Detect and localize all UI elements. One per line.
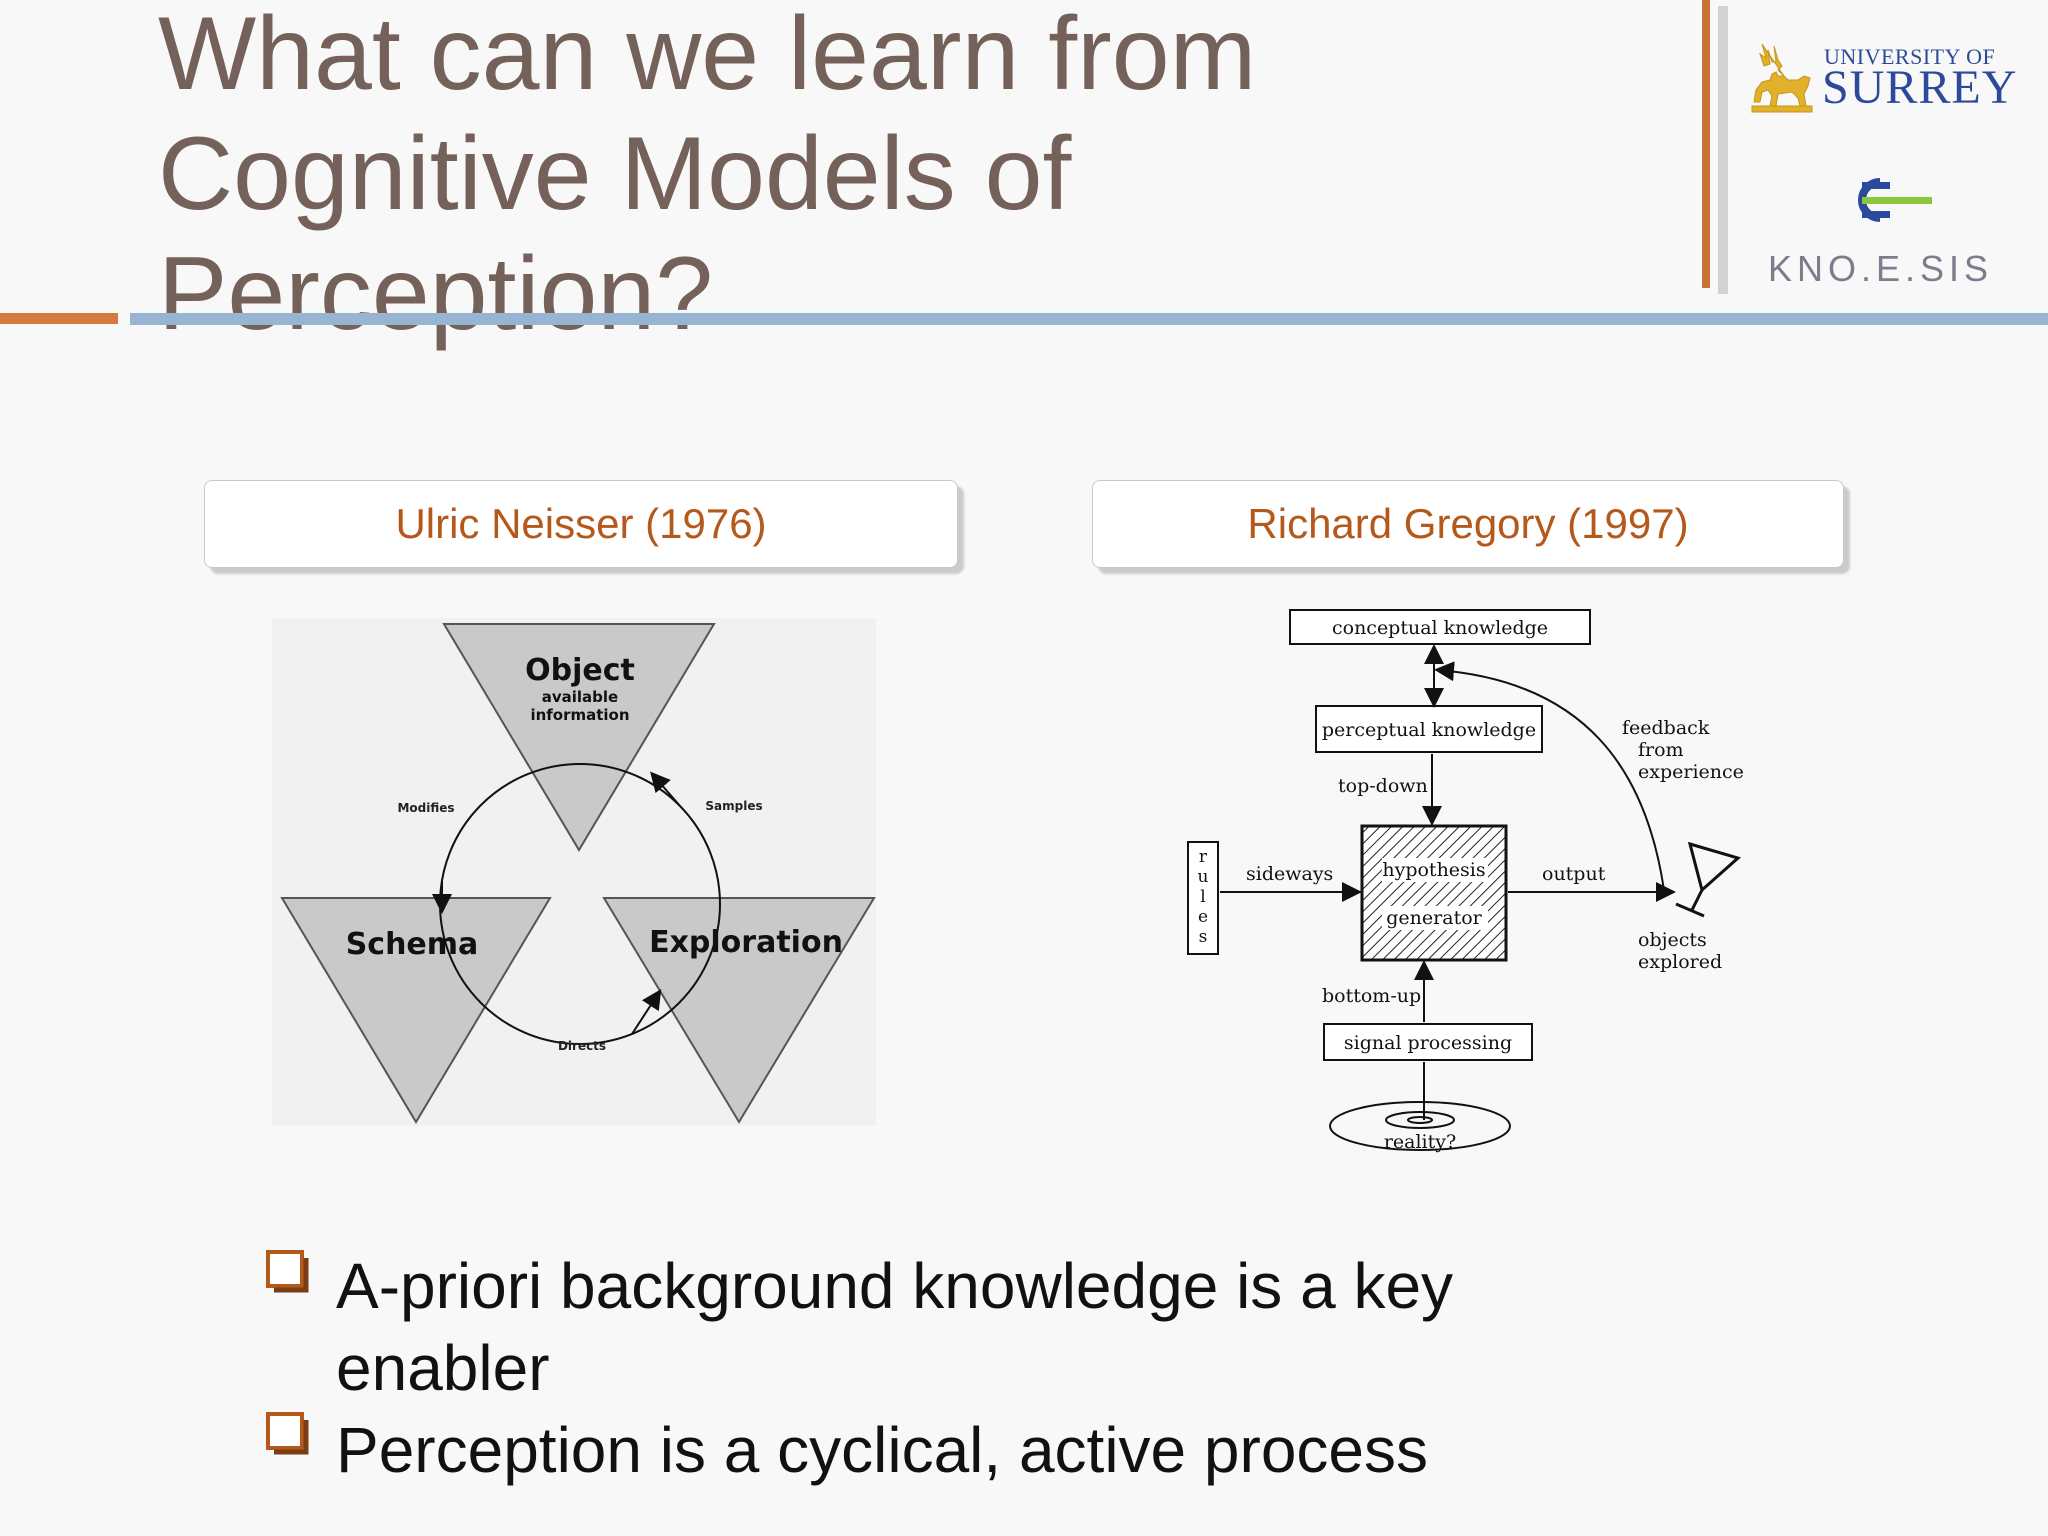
logo-divider-orange (1702, 0, 1710, 288)
gregory-model-diagram: conceptual knowledge perceptual knowledg… (1187, 609, 1744, 1153)
bullet-2-line-1: Perception is a cyclical, active process (336, 1414, 1428, 1486)
bullet-1-line-2: enabler (336, 1332, 550, 1404)
feedback-label-3: experience (1638, 761, 1744, 783)
knoesis-logo-text: KNO.E.SIS (1768, 248, 1994, 289)
feedback-arrow (1434, 661, 1665, 891)
knoesis-icon (1858, 178, 1932, 222)
hypothesis-label: hypothesis (1382, 859, 1485, 881)
objects-label-1: objects (1638, 929, 1707, 951)
rules-letter-u: u (1198, 867, 1209, 887)
slide-title: What can we learn from Cognitive Models … (158, 0, 1257, 352)
title-rule-blue (130, 313, 2048, 325)
bullet-checkbox-icon (266, 1412, 309, 1455)
feedback-label-1: feedback (1622, 717, 1710, 739)
modifies-label: Modifies (397, 801, 454, 815)
object-sublabel-2: information (530, 706, 629, 724)
samples-label: Samples (705, 799, 762, 813)
conceptual-label: conceptual knowledge (1332, 617, 1548, 639)
bullet-1-line-1: A-priori background knowledge is a key (336, 1250, 1454, 1322)
perceptual-label: perceptual knowledge (1322, 719, 1536, 741)
goblet-icon (1675, 841, 1742, 918)
signal-processing-label: signal processing (1344, 1032, 1512, 1054)
directs-label: Directs (558, 1039, 606, 1053)
object-sublabel-1: available (542, 688, 618, 706)
rules-letter-r: r (1199, 847, 1208, 867)
rules-letter-e: e (1198, 907, 1208, 927)
logo-divider-grey (1718, 6, 1728, 294)
schema-label: Schema (346, 927, 479, 962)
schema-triangle (280, 897, 552, 1124)
reality-disc (1329, 1101, 1511, 1151)
rules-box (1187, 841, 1219, 955)
top-down-label: top-down (1338, 775, 1428, 797)
sideways-label: sideways (1246, 863, 1333, 885)
signal-processing-box (1323, 1023, 1533, 1061)
hypothesis-generator-box (1360, 824, 1508, 962)
title-rule-orange (0, 313, 118, 324)
stag-icon (1751, 43, 1813, 113)
output-label: output (1542, 863, 1606, 885)
directs-arrow (631, 988, 662, 1035)
exploration-label: Exploration (649, 925, 843, 960)
feedback-label-2: from (1638, 739, 1684, 761)
gregory-heading-card: Richard Gregory (1997) (1092, 480, 1844, 568)
samples-arrow (650, 771, 681, 807)
rules-letter-l: l (1200, 887, 1205, 907)
conceptual-box (1289, 609, 1591, 645)
bottom-up-label: bottom-up (1322, 985, 1421, 1007)
generator-label: generator (1386, 907, 1482, 929)
objects-label-2: explored (1638, 951, 1722, 973)
gregory-heading: Richard Gregory (1997) (1247, 500, 1689, 547)
surrey-logo-line1: UNIVERSITY OF (1824, 44, 1996, 69)
neisser-heading-card: Ulric Neisser (1976) (204, 480, 958, 568)
reality-label: reality? (1384, 1131, 1456, 1153)
object-label: Object (525, 653, 635, 688)
rules-letter-s: s (1199, 927, 1208, 947)
neisser-cycle-diagram: Object available information Schema Expl… (272, 618, 876, 1126)
object-triangle (442, 623, 716, 852)
neisser-heading: Ulric Neisser (1976) (395, 500, 767, 547)
surrey-logo-line2: SURREY (1822, 61, 2018, 114)
bullet-checkbox-icon (266, 1250, 309, 1293)
